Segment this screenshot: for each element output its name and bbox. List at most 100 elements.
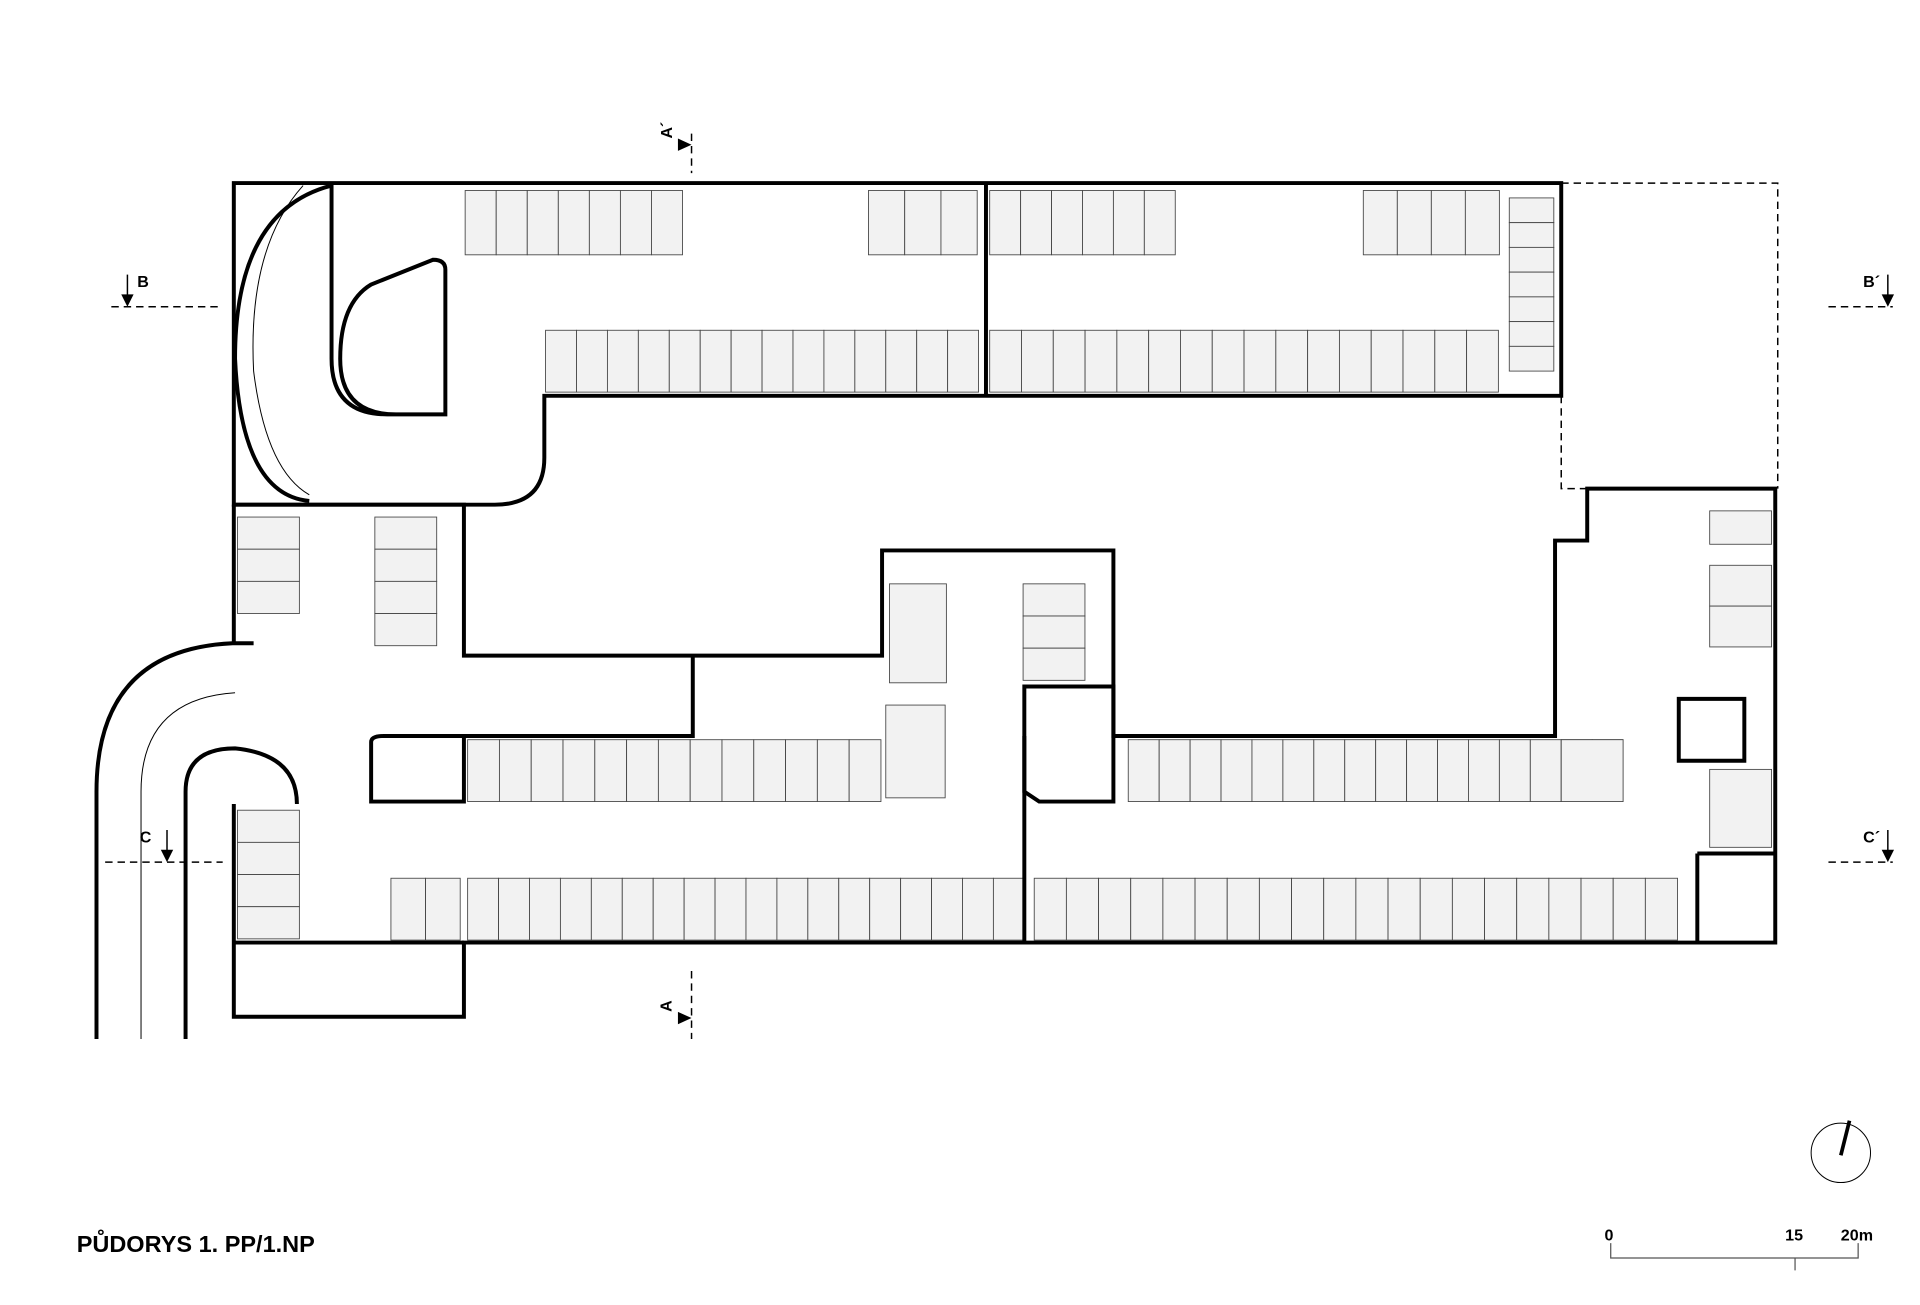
ramp-arrow <box>140 692 236 1040</box>
parking-stall <box>1243 329 1277 393</box>
parking-stall <box>374 580 438 614</box>
core-box-right <box>1676 696 1747 763</box>
parking-stall <box>1130 877 1164 941</box>
parking-stall <box>1464 190 1500 256</box>
parking-stall <box>1355 877 1389 941</box>
parking-stall <box>390 877 426 941</box>
parking-stall <box>721 739 755 802</box>
parking-stall <box>1098 877 1132 941</box>
parking-stall <box>900 877 932 941</box>
parking-stall <box>498 877 530 941</box>
parking-stall <box>1158 739 1191 802</box>
parking-stall <box>606 329 639 393</box>
parking-stall <box>1251 739 1284 802</box>
parking-stall <box>374 548 438 582</box>
section-a: A´ A <box>658 122 693 1040</box>
parking-stall <box>1116 329 1150 393</box>
parking-stall <box>1020 190 1052 256</box>
drawing-title: PŮDORYS 1. PP/1.NP <box>77 1228 315 1257</box>
parking-stall <box>1709 605 1772 648</box>
parking-stall <box>1508 296 1555 323</box>
parking-stall <box>699 329 732 393</box>
parking-stall <box>1709 510 1772 545</box>
parking-stall <box>753 739 786 802</box>
parking-stall <box>498 739 532 802</box>
parking-stall <box>557 190 590 256</box>
parking-stall <box>761 329 794 393</box>
parking-stall <box>1052 329 1086 393</box>
parking-stall <box>1189 739 1222 802</box>
future-outline <box>1560 182 1779 490</box>
parking-stall <box>992 877 1025 941</box>
ramp-curve <box>329 183 448 417</box>
parking-stall <box>526 190 559 256</box>
parking-stall <box>590 877 623 941</box>
parking-stall <box>1508 321 1555 347</box>
parking-stall <box>1484 877 1518 941</box>
parking-stall <box>1434 329 1468 393</box>
north-arrow-icon <box>1810 1120 1872 1184</box>
parking-stall <box>1498 739 1531 802</box>
parking-stall <box>1211 329 1245 393</box>
parking-stall <box>464 190 497 256</box>
parking-stall <box>637 329 670 393</box>
scale-label-15: 15 <box>1785 1227 1803 1245</box>
parking-stall <box>1466 329 1499 393</box>
parking-stall <box>785 739 818 802</box>
parking-stall <box>237 841 300 875</box>
parking-stall <box>530 739 564 802</box>
parking-stall <box>1022 583 1086 617</box>
parking-stall <box>588 190 621 256</box>
section-label-b-right: B´ <box>1863 273 1880 291</box>
parking-stall <box>1560 739 1624 802</box>
parking-stall <box>714 877 747 941</box>
parking-stall <box>807 877 840 941</box>
parking-stall <box>1437 739 1469 802</box>
parking-stall <box>1162 877 1196 941</box>
parking-stall <box>885 704 946 799</box>
parking-stall <box>425 877 461 941</box>
section-label-c-right: C´ <box>1863 828 1880 846</box>
parking-stall <box>1082 190 1114 256</box>
parking-stall <box>237 516 300 550</box>
parking-stall <box>668 329 701 393</box>
parking-stall <box>916 329 949 393</box>
scale-label-20: 20m <box>1841 1227 1873 1245</box>
parking-stall <box>1419 877 1453 941</box>
parking-stall <box>1282 739 1315 802</box>
parking-stall <box>1508 197 1555 224</box>
section-label-a-top: A´ <box>658 122 676 139</box>
parking-stall <box>619 190 652 256</box>
parking-stall <box>745 877 778 941</box>
parking-stall <box>1508 246 1555 273</box>
parking-stall <box>1127 739 1160 802</box>
parking-stall <box>848 739 882 802</box>
parking-stall <box>559 877 592 941</box>
parking-stall <box>1143 190 1176 256</box>
section-label-b-left: B <box>137 273 149 291</box>
parking-stall <box>776 877 809 941</box>
parking-stall <box>838 877 871 941</box>
parking-stall <box>576 329 608 393</box>
parking-stall <box>652 877 685 941</box>
entrance-ramp <box>94 641 299 1040</box>
parking-stall <box>626 739 659 802</box>
parking-stall <box>1370 329 1404 393</box>
parking-stall <box>1406 739 1438 802</box>
parking-stall <box>1226 877 1260 941</box>
parking-stall <box>868 190 906 256</box>
parking-stall <box>1033 877 1067 941</box>
parking-stall <box>1307 329 1340 393</box>
parking-stall <box>1430 190 1466 256</box>
parking-stall <box>1375 739 1408 802</box>
parking-stall <box>1612 877 1646 941</box>
stair-core-wall <box>369 655 695 804</box>
parking-stall <box>1387 877 1421 941</box>
parking-stall <box>1180 329 1213 393</box>
parking-stall <box>1396 190 1432 256</box>
parking-stall <box>657 739 691 802</box>
parking-stall <box>237 809 300 843</box>
scale-label-0: 0 <box>1605 1227 1614 1245</box>
parking-stall <box>989 190 1022 256</box>
